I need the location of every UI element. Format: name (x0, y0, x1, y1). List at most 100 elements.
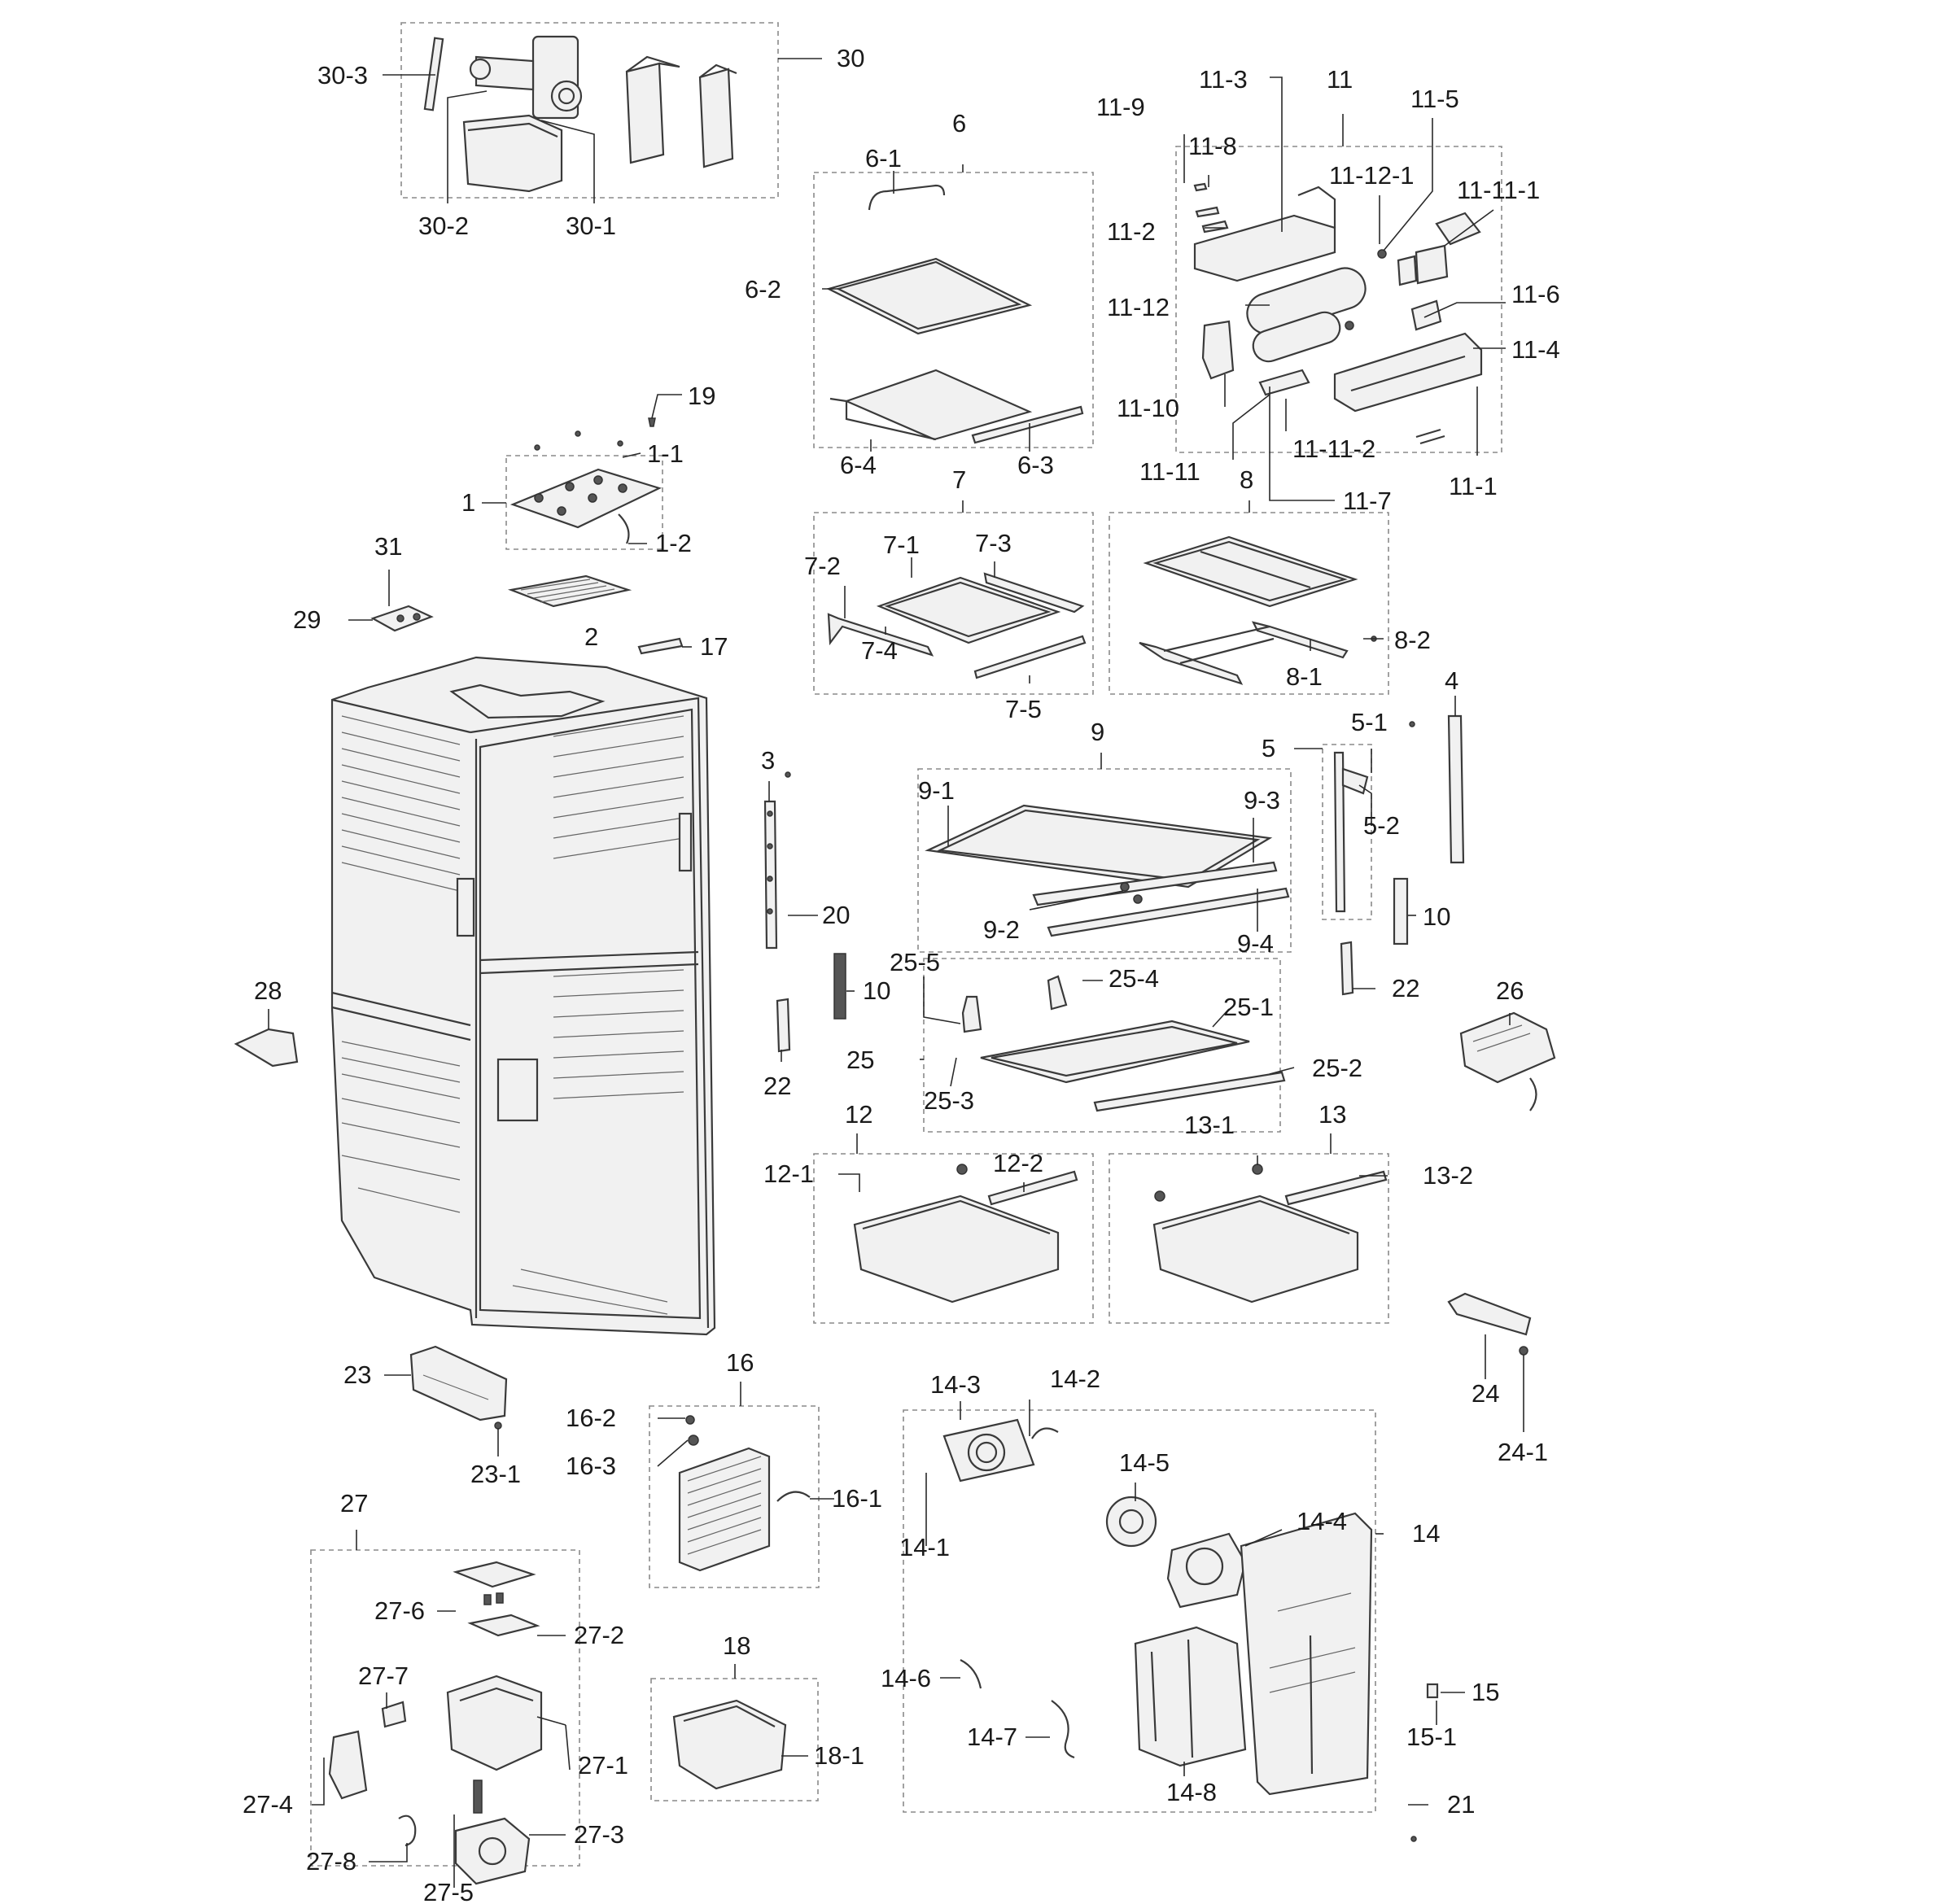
label-1-1: 1-1 (647, 439, 684, 468)
group-box-16 (649, 1405, 820, 1588)
group-box-30 (400, 22, 779, 199)
label-17: 17 (700, 632, 728, 661)
label-23: 23 (343, 1360, 371, 1389)
label-7-2: 7-2 (804, 552, 841, 580)
label-12-1: 12-1 (763, 1159, 814, 1188)
label-4: 4 (1445, 666, 1458, 695)
crisper-drawer-13 (1152, 1164, 1388, 1304)
door-fan-assembly-14 (942, 1418, 1373, 1796)
label-11-11: 11-11 (1139, 457, 1200, 486)
label-16-2: 16-2 (566, 1404, 616, 1432)
label-7-5: 7-5 (1005, 695, 1042, 723)
label-25-5: 25-5 (890, 948, 940, 976)
label-11-5: 11-5 (1410, 85, 1459, 113)
label-11-11-2: 11-11-2 (1292, 435, 1375, 463)
label-6: 6 (952, 109, 966, 138)
label-6-4: 6-4 (840, 451, 877, 479)
label-11-3: 11-3 (1199, 65, 1248, 94)
label-10-left: 10 (863, 976, 890, 1005)
label-16-3: 16-3 (566, 1452, 616, 1480)
group-box-14 (903, 1409, 1376, 1813)
label-27-2: 27-2 (574, 1621, 624, 1649)
label-2: 2 (584, 622, 598, 651)
label-5: 5 (1262, 734, 1275, 762)
label-7-4: 7-4 (861, 636, 898, 665)
label-8-1: 8-1 (1286, 662, 1323, 691)
label-13-1: 13-1 (1184, 1111, 1235, 1139)
evaporator-16 (678, 1415, 811, 1572)
label-15-1: 15-1 (1406, 1723, 1457, 1751)
label-24: 24 (1472, 1379, 1499, 1408)
label-7-3: 7-3 (975, 529, 1012, 557)
label-11: 11 (1327, 65, 1353, 94)
label-23-1: 23-1 (470, 1460, 521, 1488)
rail-4 (1447, 714, 1465, 864)
label-14-6: 14-6 (881, 1664, 931, 1692)
label-11-2: 11-2 (1107, 217, 1156, 246)
grille-2 (507, 574, 632, 608)
label-31: 31 (374, 532, 402, 561)
crisper-drawer-12 (853, 1164, 1078, 1304)
label-30-3: 30-3 (317, 61, 368, 90)
label-9-1: 9-1 (918, 776, 955, 805)
label-16: 16 (726, 1348, 754, 1377)
label-27-5: 27-5 (423, 1878, 474, 1904)
label-22-right: 22 (1392, 974, 1419, 1002)
group-box-5 (1322, 744, 1372, 920)
part-15 (1426, 1683, 1439, 1699)
parts (234, 35, 1556, 1885)
pcb-bracket-23 (409, 1345, 508, 1430)
label-14-2: 14-2 (1050, 1365, 1100, 1393)
label-22-left: 22 (763, 1072, 791, 1100)
label-18: 18 (723, 1631, 750, 1660)
label-6-3: 6-3 (1017, 451, 1054, 479)
label-27-1: 27-1 (578, 1751, 628, 1780)
bracket-22a (776, 998, 791, 1053)
label-13: 13 (1318, 1100, 1346, 1129)
label-5-2: 5-2 (1363, 811, 1400, 840)
label-14-8: 14-8 (1166, 1778, 1217, 1806)
label-14-3: 14-3 (930, 1370, 981, 1399)
drawer-rail-24 (1447, 1292, 1532, 1356)
label-16-1: 16-1 (832, 1484, 882, 1513)
group-box-27 (310, 1549, 580, 1867)
rail-3 (763, 800, 778, 950)
label-11-11-1: 11-11-1 (1457, 176, 1540, 204)
label-27-8: 27-8 (306, 1847, 356, 1876)
clip-17 (637, 637, 684, 655)
label-5-1: 5-1 (1351, 708, 1388, 736)
label-7-1: 7-1 (883, 531, 920, 559)
label-25-2: 25-2 (1312, 1054, 1362, 1082)
label-24-1: 24-1 (1498, 1438, 1548, 1466)
label-26: 26 (1496, 976, 1524, 1005)
label-8-2: 8-2 (1394, 626, 1431, 654)
drawer-cover-assembly-25 (961, 975, 1286, 1112)
bracket-28 (234, 1028, 299, 1068)
label-12-2: 12-2 (993, 1149, 1043, 1177)
label-29: 29 (293, 605, 321, 634)
label-11-10: 11-10 (1117, 394, 1179, 422)
label-19: 19 (688, 382, 715, 410)
label-3: 3 (761, 746, 775, 775)
control-housing-26 (1459, 1011, 1556, 1111)
shelf-assembly-7 (827, 572, 1087, 679)
label-25-4: 25-4 (1109, 964, 1159, 993)
label-12: 12 (845, 1100, 872, 1129)
group-box-11 (1175, 146, 1502, 453)
label-11-8: 11-8 (1188, 132, 1237, 160)
leader-lines (268, 58, 1524, 1888)
water-filter-assembly-11 (1193, 182, 1483, 445)
label-30-2: 30-2 (418, 212, 469, 240)
callout-labels: 30-3 30 30-2 30-1 6 6-1 6-2 6-4 6-3 11-9… (243, 44, 1560, 1904)
top-cover-1 (509, 430, 663, 544)
label-9-4: 9-4 (1237, 929, 1274, 958)
label-11-12: 11-12 (1107, 293, 1170, 321)
label-14-4: 14-4 (1297, 1507, 1347, 1535)
group-box-6 (813, 172, 1094, 448)
label-11-1: 11-1 (1449, 472, 1498, 500)
label-7: 7 (952, 465, 966, 494)
label-11-9: 11-9 (1096, 93, 1145, 121)
bracket-22b (1340, 941, 1354, 996)
label-27-7: 27-7 (358, 1662, 409, 1690)
